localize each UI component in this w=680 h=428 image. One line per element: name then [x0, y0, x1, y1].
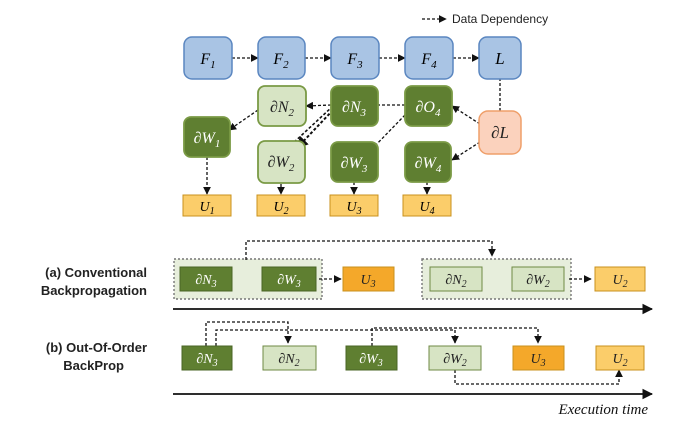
conv-box-u3-label: U3: [360, 273, 375, 290]
ooo-box-dw2-label: ∂W2: [443, 352, 467, 369]
arrow-dn3-dw2: [296, 109, 334, 149]
node-f2: [257, 36, 306, 80]
conv-box-dw3-label: ∂W3: [277, 273, 301, 290]
execution-time-label: Execution time: [557, 402, 648, 418]
arrow-dn3-dn2: [305, 101, 332, 110]
conv-box-dw3: [261, 266, 317, 292]
node-u4: [402, 194, 452, 217]
ooo-arrow-dw2-u2: [454, 369, 623, 385]
conv-box-u2: [594, 266, 646, 292]
node-u1: [182, 194, 232, 217]
node-dn2-label: ∂N2: [270, 99, 295, 119]
ooo-box-dw2: [428, 345, 482, 371]
ooo-box-dn3: [181, 345, 233, 371]
legend: Data Dependency: [422, 12, 548, 26]
dependency-arrows: [203, 54, 501, 195]
backward-nodes: ∂N2 ∂N3 ∂O4 ∂W1 ∂W2 ∂W3 ∂W4 ∂L: [183, 85, 522, 184]
node-dw2-label: ∂W2: [268, 154, 295, 174]
conventional-label-line1: (a) Conventional: [45, 265, 147, 280]
forward-nodes: F1 F2 F3 F4 L: [183, 36, 522, 80]
node-u1-label: U1: [199, 200, 214, 217]
conv-box-dw2: [511, 266, 565, 292]
node-f1-label: F1: [199, 51, 215, 71]
node-loss: [478, 36, 522, 80]
node-u2: [256, 194, 306, 217]
conv-box-dn2-label: ∂N2: [445, 273, 466, 290]
ooo-arrow-dw3-u3: [371, 327, 542, 346]
ooo-box-u3: [512, 345, 565, 371]
ooo-arrow-dn3-dw2: [215, 329, 459, 346]
node-f1: [183, 36, 233, 80]
ooo-arrow-dn3-dn2: [205, 321, 292, 346]
out-of-order-section: (b) Out-Of-Order BackProp ∂N3 ∂N2 ∂W3 ∂W…: [46, 321, 654, 418]
node-f3-label: F3: [346, 51, 363, 71]
node-dn2: [257, 85, 307, 127]
ooo-box-dn3-label: ∂N3: [196, 352, 217, 369]
arrow-dl-do4: [451, 105, 481, 125]
conv-box-dn3: [179, 266, 233, 292]
ooo-dependency-arrows: [205, 321, 623, 385]
node-dl: [478, 110, 522, 155]
conventional-label-line2: Backpropagation: [41, 283, 147, 298]
ooo-label-line1: (b) Out-Of-Order: [46, 340, 147, 355]
node-dw1-label: ∂W1: [194, 130, 221, 150]
ooo-box-dw3: [345, 345, 398, 371]
node-dw3-label: ∂W3: [341, 155, 368, 175]
node-dw1: [183, 116, 231, 158]
node-f4-label: F4: [420, 51, 437, 71]
conv-box-dw2-label: ∂W2: [526, 273, 550, 290]
node-dw3: [330, 141, 379, 183]
node-dw4: [404, 141, 452, 183]
ooo-box-u2: [595, 345, 645, 371]
node-dl-label: ∂L: [491, 123, 509, 142]
ooo-box-dn2-label: ∂N2: [278, 352, 299, 369]
ooo-label-line2: BackProp: [63, 358, 124, 373]
node-f4: [404, 36, 454, 80]
node-dn3-label: ∂N3: [342, 99, 367, 119]
node-loss-label: L: [494, 49, 504, 68]
node-dw2: [257, 140, 306, 184]
node-do4-label: ∂O4: [416, 99, 441, 119]
ooo-box-dw3-label: ∂W3: [359, 352, 383, 369]
node-dw4-label: ∂W4: [415, 155, 442, 175]
conv-box-u3: [342, 266, 395, 292]
node-u2-label: U2: [273, 200, 288, 217]
conv-box-dn3-label: ∂N3: [195, 273, 216, 290]
conventional-section: (a) Conventional Backpropagation ∂N3 ∂W3…: [41, 240, 654, 315]
arrow-dl-dw4: [451, 141, 481, 161]
node-f3: [330, 36, 380, 80]
node-f2-label: F2: [272, 51, 289, 71]
ooo-box-u2-label: U2: [612, 352, 627, 369]
node-u4-label: U4: [419, 200, 434, 217]
legend-label: Data Dependency: [452, 12, 548, 26]
node-do4: [404, 85, 453, 127]
conv-box-u2-label: U2: [612, 273, 627, 290]
node-dn3: [330, 85, 379, 127]
update-nodes: U1 U2 U3 U4: [182, 194, 452, 217]
arrow-dn2-dw1: [228, 109, 259, 131]
conv-box-dn2: [429, 266, 483, 292]
ooo-box-dn2: [262, 345, 317, 371]
node-u3-label: U3: [346, 200, 361, 217]
node-u3: [329, 194, 379, 217]
ooo-box-u3-label: U3: [530, 352, 545, 369]
conventional-dependency-arrow: [245, 240, 496, 260]
